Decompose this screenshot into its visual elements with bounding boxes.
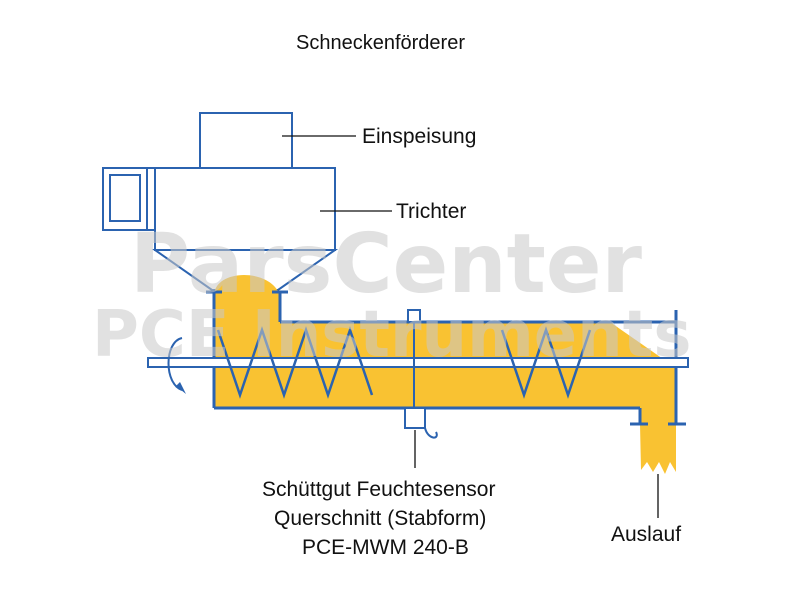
bulk-material-under-hopper bbox=[214, 294, 280, 324]
bulk-material-discharge bbox=[640, 424, 676, 474]
rotation-arrow-icon bbox=[167, 337, 183, 391]
label-sensor-line1: Schüttgut Feuchtesensor bbox=[262, 478, 496, 501]
watermark-line2: PCE Instruments bbox=[92, 298, 691, 372]
bulk-material-mound bbox=[214, 275, 280, 296]
hopper-funnel bbox=[151, 249, 339, 291]
label-sensor-line3: PCE-MWM 240-B bbox=[302, 536, 469, 559]
watermark: ParsCenter PCE Instruments bbox=[92, 217, 691, 372]
diagram-title: Schneckenförderer bbox=[296, 32, 465, 54]
feed-box bbox=[199, 112, 293, 169]
watermark-line1: ParsCenter bbox=[130, 217, 642, 312]
sensor-cable bbox=[424, 427, 438, 439]
label-outlet: Auslauf bbox=[611, 523, 682, 546]
screw-flight-left bbox=[216, 326, 374, 399]
hopper-box bbox=[154, 167, 336, 251]
screw-flight-right bbox=[500, 326, 592, 399]
moisture-sensor-body bbox=[404, 407, 426, 429]
label-hopper: Trichter bbox=[396, 200, 467, 223]
bulk-material-outlet-channel bbox=[640, 370, 676, 426]
screw-shaft bbox=[147, 357, 689, 368]
rotation-arrowhead bbox=[176, 382, 186, 394]
motor-inner bbox=[109, 174, 141, 222]
label-feed: Einspeisung bbox=[362, 125, 477, 148]
label-sensor-line2: Querschnitt (Stabform) bbox=[274, 507, 487, 530]
